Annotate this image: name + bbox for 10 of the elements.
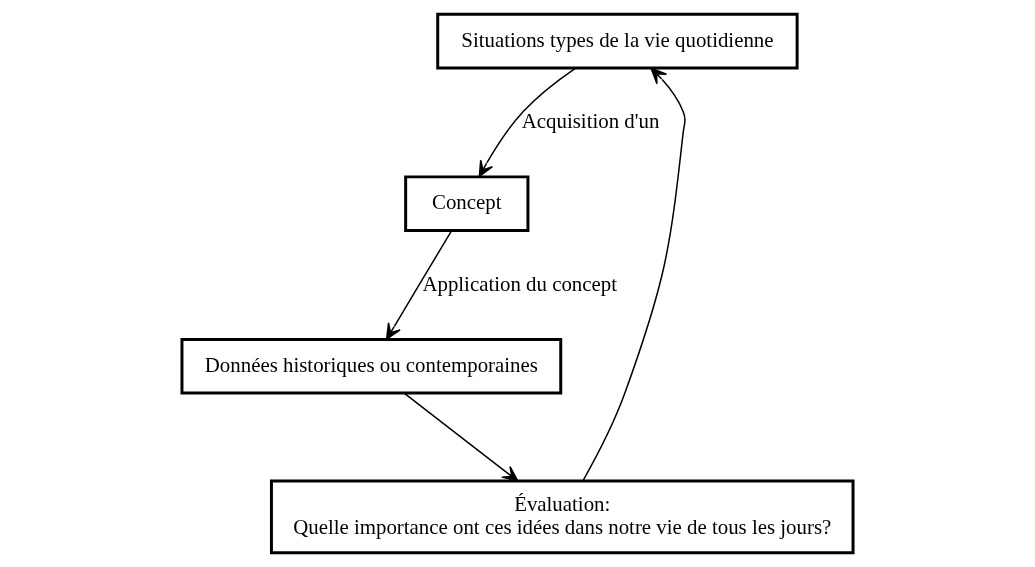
arrow <box>478 67 577 178</box>
arrow <box>385 230 453 340</box>
edge-label: Application du concept <box>422 271 618 296</box>
node-box: Évaluation: Quelle importance ont ces idées dans notre vie de tous les jours? <box>269 479 855 555</box>
arrow <box>403 392 519 482</box>
edge-label: Acquisition d'un <box>521 108 660 133</box>
arrow <box>582 67 686 482</box>
node-box: Concept <box>404 175 530 233</box>
node-box: Données historiques ou contemporaines <box>180 337 563 395</box>
node-box: Situations types de la vie quotidienne <box>436 12 799 70</box>
